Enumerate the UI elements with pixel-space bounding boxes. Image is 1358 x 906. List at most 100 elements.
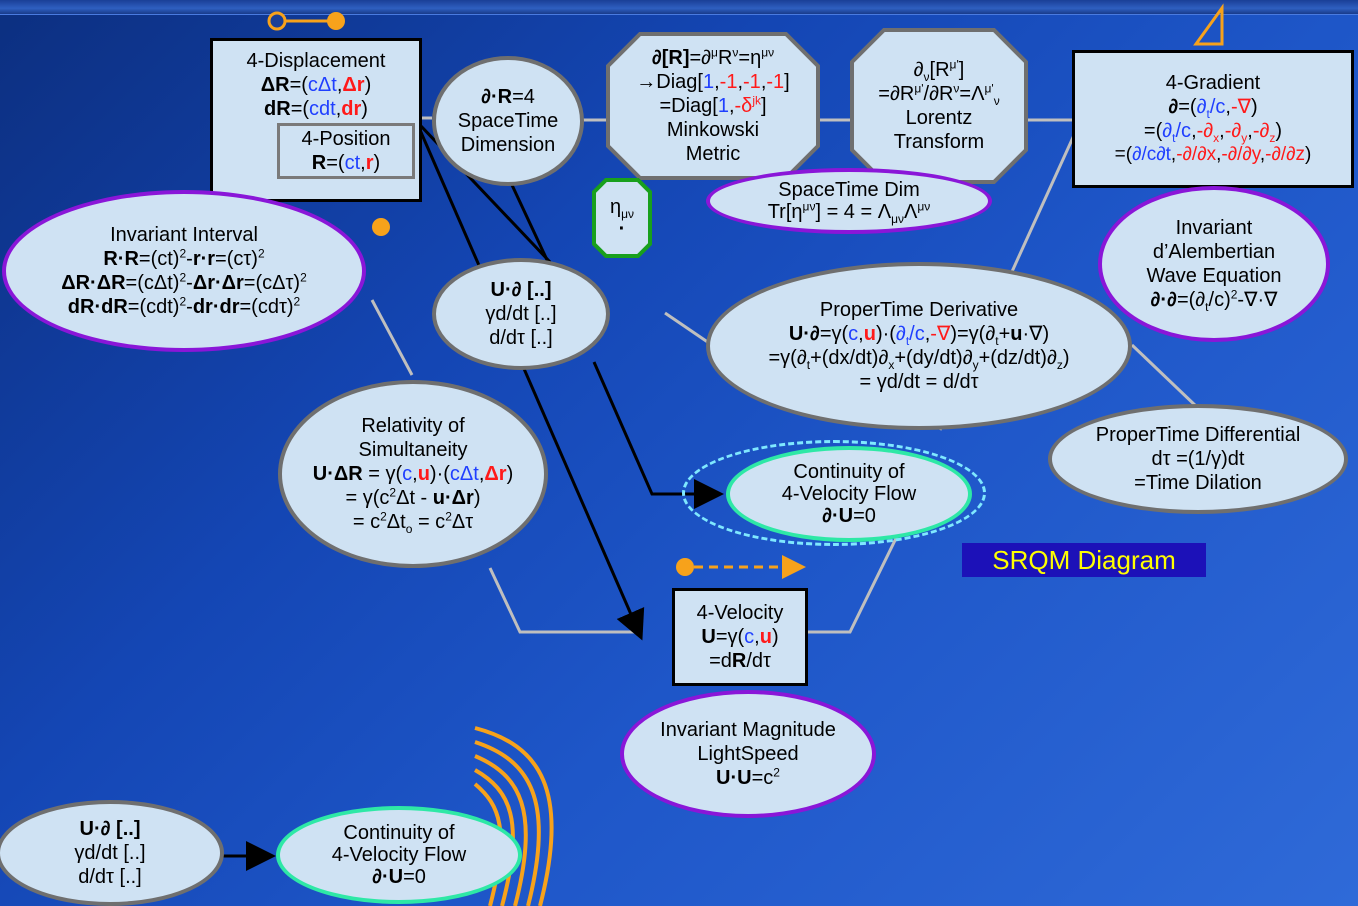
interval-title: Invariant Interval	[110, 224, 258, 246]
eta-badge-line-2: ·	[618, 218, 626, 240]
legend-u-dot-d-ellipse[interactable]: U·∂ [..] γd/dt [..] d/dτ [..]	[0, 800, 224, 906]
spacetime-label-1: SpaceTime	[457, 110, 559, 132]
gradient-line-3: =(∂/c∂t,-∂/∂x,-∂/∂y,-∂/∂z)	[1114, 144, 1312, 165]
legend-u-dot-d-line-1: U·∂ [..]	[79, 818, 141, 840]
u-dot-d-ellipse[interactable]: U·∂ [..] γd/dt [..] d/dτ [..]	[432, 258, 610, 370]
gradient-line-2: =(∂t/c,-∂x,-∂y,-∂z)	[1143, 120, 1283, 145]
legend-u-dot-d-line-2: γd/dt [..]	[74, 842, 146, 864]
wave-icon	[473, 726, 554, 906]
velocity-title: 4-Velocity	[696, 602, 784, 624]
lorentz-octagon	[850, 28, 1028, 184]
magnitude-line-2: LightSpeed	[697, 743, 799, 765]
ptdiff-line-2: dτ =(1/γ)dt	[1151, 448, 1245, 470]
ptdiff-line-3: =Time Dilation	[1134, 472, 1262, 494]
displacement-title: 4-Displacement	[246, 50, 386, 72]
legend-continuity-line-1: Continuity of	[343, 822, 455, 844]
lorentz-line-2: =∂Rμ'/∂Rν=Λμ'ν	[878, 81, 1000, 108]
continuity-dashed-halo	[682, 440, 986, 546]
interval-line-1: R·R=(ct)2-r·r=(cτ)2	[103, 246, 265, 270]
position-box[interactable]: 4-Position R=(ct,r)	[277, 123, 415, 179]
lorentz-text[interactable]: ∂ν[Rμ'] =∂Rμ'/∂Rν=Λμ'ν Lorentz Transform	[852, 32, 1026, 180]
eta-badge[interactable]: ημν ·	[594, 186, 650, 250]
proper-time-derivative-ellipse[interactable]: ProperTime Derivative U·∂=γ(c,u)·(∂t/c,-…	[706, 262, 1132, 430]
simultaneity-line-1: Relativity of	[361, 415, 465, 437]
velocity-line-2: =dR/dτ	[709, 650, 771, 672]
ptd-line-2: =γ(∂t+(dx/dt)∂x+(dy/dt)∂y+(dz/dt)∂z)	[768, 347, 1070, 372]
simultaneity-line-3: U·ΔR = γ(c,u)·(cΔt,Δr)	[312, 463, 514, 485]
displacement-box[interactable]: 4-Displacement ΔR=(cΔt,Δr) dR=(cdt,dr) 4…	[210, 38, 422, 202]
dalembertian-line-3: Wave Equation	[1146, 265, 1282, 287]
orange-dot-top	[327, 12, 345, 30]
spacetime-formula: ∂·R=4	[481, 86, 535, 108]
invariant-interval-ellipse[interactable]: Invariant Interval R·R=(ct)2-r·r=(cτ)2 Δ…	[2, 190, 366, 352]
u-dot-d-line-2: γd/dt [..]	[485, 303, 557, 325]
dalembertian-line-1: Invariant	[1175, 217, 1253, 239]
line-velocity-right	[806, 519, 907, 634]
spacetime-dimension-ellipse[interactable]: ∂·R=4 SpaceTime Dimension	[432, 56, 584, 186]
continuity-line-1: Continuity of	[793, 461, 905, 483]
trace-ellipse[interactable]: SpaceTime Dim Tr[ημν] = 4 = ΛμνΛμν	[706, 168, 992, 234]
eta-octagon	[592, 178, 652, 258]
simultaneity-line-5: = c2Δto = c2Δτ	[352, 509, 474, 536]
line-simultaneity-velocity	[488, 567, 636, 634]
minkowski-line-2: →Diag[1,-1,-1,-1]	[636, 71, 790, 93]
orange-dot-displacement	[372, 218, 390, 236]
lorentz-line-1: ∂ν[Rμ']	[913, 57, 965, 84]
minkowski-line-4: Minkowski	[666, 119, 760, 141]
ptd-line-3: = γd/dt = d/dτ	[859, 371, 979, 393]
ptd-line-1: U·∂=γ(c,u)·(∂t/c,-∇)=γ(∂t+u·∇)	[788, 323, 1050, 348]
ptdiff-line-1: ProperTime Differential	[1095, 424, 1301, 446]
trace-line-1: SpaceTime Dim	[778, 179, 920, 201]
magnitude-line-1: Invariant Magnitude	[660, 719, 836, 741]
velocity-line-1: U=γ(c,u)	[701, 626, 779, 648]
legend-continuity-line-3: ∂·U=0	[372, 866, 426, 888]
triangle-icon	[1193, 3, 1224, 46]
continuity-line-3: ∂·U=0	[822, 505, 876, 527]
trace-line-2: Tr[ημν] = 4 = ΛμνΛμν	[767, 199, 931, 226]
orange-dot-velocity	[676, 558, 694, 576]
arrow-displacement-velocity	[418, 129, 645, 641]
simultaneity-line-4: = γ(c2Δt - u·Δr)	[345, 485, 481, 509]
legend-continuity-ellipse[interactable]: Continuity of 4-Velocity Flow ∂·U=0	[276, 806, 522, 904]
proper-time-differential-ellipse[interactable]: ProperTime Differential dτ =(1/γ)dt =Tim…	[1048, 404, 1348, 514]
interval-line-3: dR·dR=(cdt)2-dr·dr=(cdτ)2	[67, 294, 301, 318]
gradient-box[interactable]: 4-Gradient ∂=(∂t/c,-∇) =(∂t/c,-∂x,-∂y,-∂…	[1072, 50, 1354, 188]
gradient-title: 4-Gradient	[1165, 72, 1261, 94]
eta-badge-line-1: ημν	[609, 196, 635, 221]
velocity-box[interactable]: 4-Velocity U=γ(c,u) =dR/dτ	[672, 588, 808, 686]
dalembertian-line-2: d’Alembertian	[1152, 241, 1276, 263]
line-interval-simultaneity	[370, 299, 414, 376]
continuity-line-2: 4-Velocity Flow	[781, 483, 917, 505]
lorentz-line-4: Transform	[893, 131, 985, 153]
minkowski-text[interactable]: ∂[R]=∂μRν=ημν →Diag[1,-1,-1,-1] =Diag[1,…	[608, 34, 818, 178]
minkowski-line-5: Metric	[685, 143, 741, 165]
srqm-diagram-label: SRQM Diagram	[962, 543, 1206, 577]
minkowski-line-3: =Diag[1,-δjk]	[659, 93, 767, 117]
orange-ring-link	[267, 11, 328, 31]
simultaneity-ellipse[interactable]: Relativity of Simultaneity U·ΔR = γ(c,u)…	[278, 380, 548, 568]
legend-u-dot-d-line-3: d/dτ [..]	[78, 866, 142, 888]
continuity-ellipse[interactable]: Continuity of 4-Velocity Flow ∂·U=0	[726, 446, 972, 542]
invariant-magnitude-ellipse[interactable]: Invariant Magnitude LightSpeed U·U=c2	[620, 690, 876, 818]
position-title: 4-Position	[301, 128, 391, 150]
magnitude-line-3: U·U=c2	[716, 765, 780, 789]
ptd-title: ProperTime Derivative	[819, 299, 1019, 321]
simultaneity-line-2: Simultaneity	[358, 439, 468, 461]
interval-line-2: ΔR·ΔR=(cΔt)2-Δr·Δr=(cΔτ)2	[61, 270, 307, 294]
line-udot-ptd	[664, 311, 713, 347]
lorentz-line-3: Lorentz	[905, 107, 973, 129]
line-ptd-differential	[1130, 343, 1200, 410]
u-dot-d-line-1: U·∂ [..]	[490, 279, 552, 301]
arrow-spacetime-udot	[510, 184, 550, 263]
minkowski-line-1: ∂[R]=∂μRν=ημν	[651, 45, 775, 69]
position-formula: R=(ct,r)	[311, 152, 381, 174]
u-dot-d-line-3: d/dτ [..]	[489, 327, 553, 349]
gradient-line-1: ∂=(∂t/c,-∇)	[1168, 96, 1258, 121]
spacetime-label-2: Dimension	[460, 134, 556, 156]
displacement-diff-formula: dR=(cdt,dr)	[264, 98, 368, 120]
legend-continuity-line-2: 4-Velocity Flow	[331, 844, 467, 866]
top-banner	[0, 0, 1358, 15]
dalembertian-ellipse[interactable]: Invariant d’Alembertian Wave Equation ∂·…	[1098, 186, 1330, 342]
displacement-formula: ΔR=(cΔt,Δr)	[260, 74, 372, 96]
